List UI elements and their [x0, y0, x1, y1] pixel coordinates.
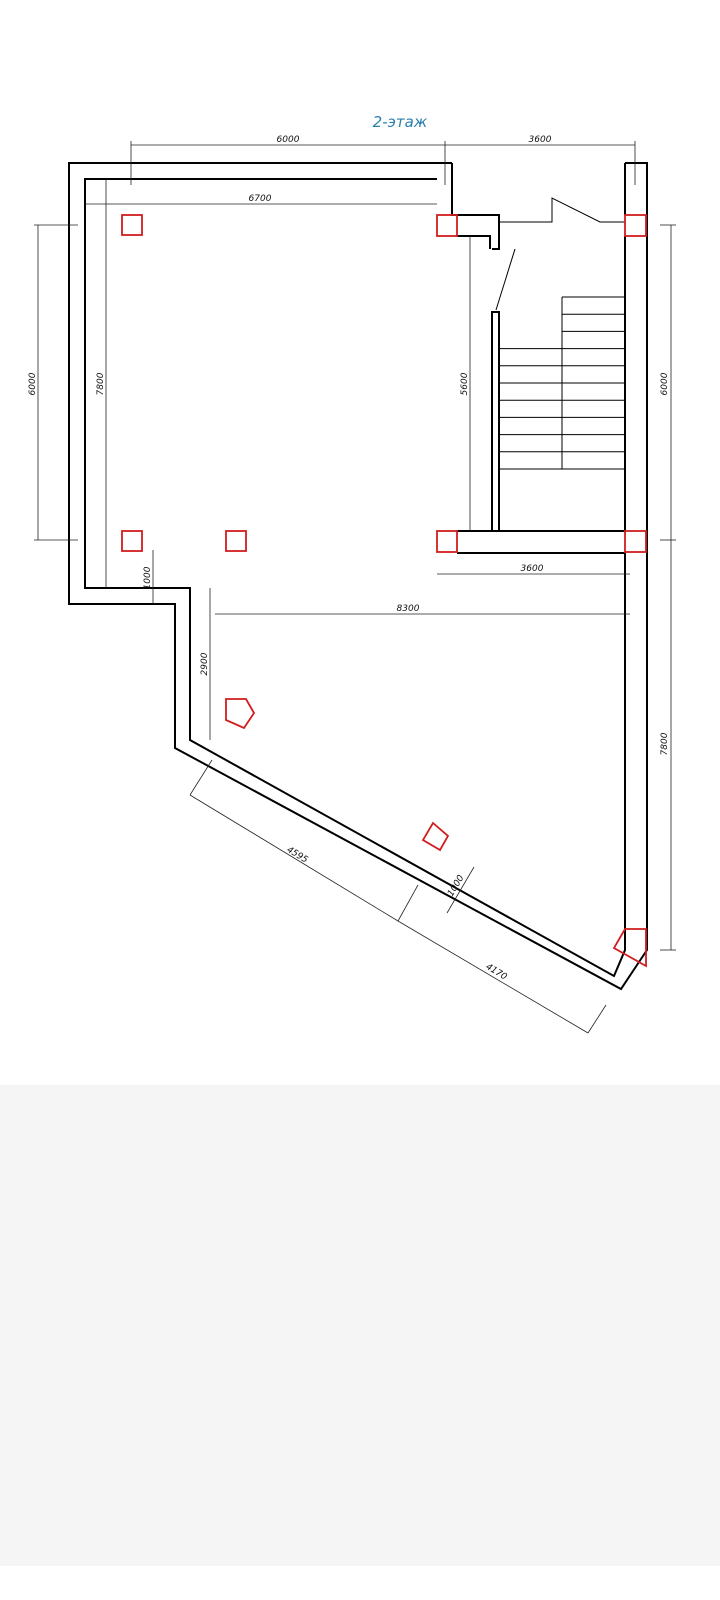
- floor-plan-drawing: 2-этаж 6000: [28, 113, 676, 1034]
- column-top-left: [121, 214, 143, 236]
- stair-landing-line: [495, 248, 516, 311]
- dim-label-stair-height: 5600: [460, 372, 470, 395]
- bottom-strip: [0, 1566, 720, 1600]
- dim-label-stair-width: 3600: [521, 564, 544, 574]
- stair-door-swing: [499, 197, 625, 223]
- dim-label-right-lower: 7800: [660, 732, 670, 755]
- dim-label-inner-top: 6700: [249, 194, 272, 204]
- dim-ext: [397, 884, 419, 922]
- dim-line-diagonal-1: [189, 794, 399, 922]
- dim-label-wall-step: 1000: [143, 566, 153, 589]
- blank-panel: [0, 1085, 720, 1566]
- dim-label-left-outer: 6000: [28, 372, 38, 395]
- stair-top-wall: [451, 163, 500, 250]
- dim-line-diagonal-2: [397, 920, 589, 1034]
- dim-label-diagonal-2: 4170: [484, 962, 509, 983]
- stair-corner-wall: [457, 235, 491, 249]
- column-mid-right: [436, 530, 458, 553]
- dim-ext: [587, 1004, 607, 1034]
- column-corner-bottom-right: [612, 928, 647, 968]
- dim-label-diagonal-offset: 1000: [446, 873, 467, 898]
- stair-center-wall: [491, 311, 500, 532]
- dim-line-diagonal-offset: [446, 866, 475, 914]
- floor-title: 2-этаж: [373, 113, 428, 131]
- column-mid-left: [121, 530, 143, 552]
- dim-label-diagonal-1: 4595: [285, 845, 310, 866]
- column-mid-far-right: [624, 530, 647, 553]
- outer-wall: [68, 162, 648, 991]
- dim-label-right-upper: 6000: [660, 372, 670, 395]
- dim-ext: [189, 759, 213, 796]
- column-top-middle: [436, 214, 458, 237]
- column-top-right: [624, 214, 647, 237]
- dim-label-top-left: 6000: [277, 135, 300, 145]
- dim-label-lower-left: 2900: [200, 652, 210, 675]
- floor-plan-svg: 2-этаж 6000: [28, 113, 676, 1034]
- column-angled-diagonal: [421, 821, 450, 852]
- dim-label-middle-width: 8300: [397, 604, 420, 614]
- column-mid-center: [225, 530, 247, 552]
- column-angled-left: [225, 698, 256, 730]
- inner-wall: [84, 178, 626, 978]
- dim-label-top-right: 3600: [529, 135, 552, 145]
- dim-label-left-inner: 7800: [96, 372, 106, 395]
- stair-treads: [499, 296, 625, 470]
